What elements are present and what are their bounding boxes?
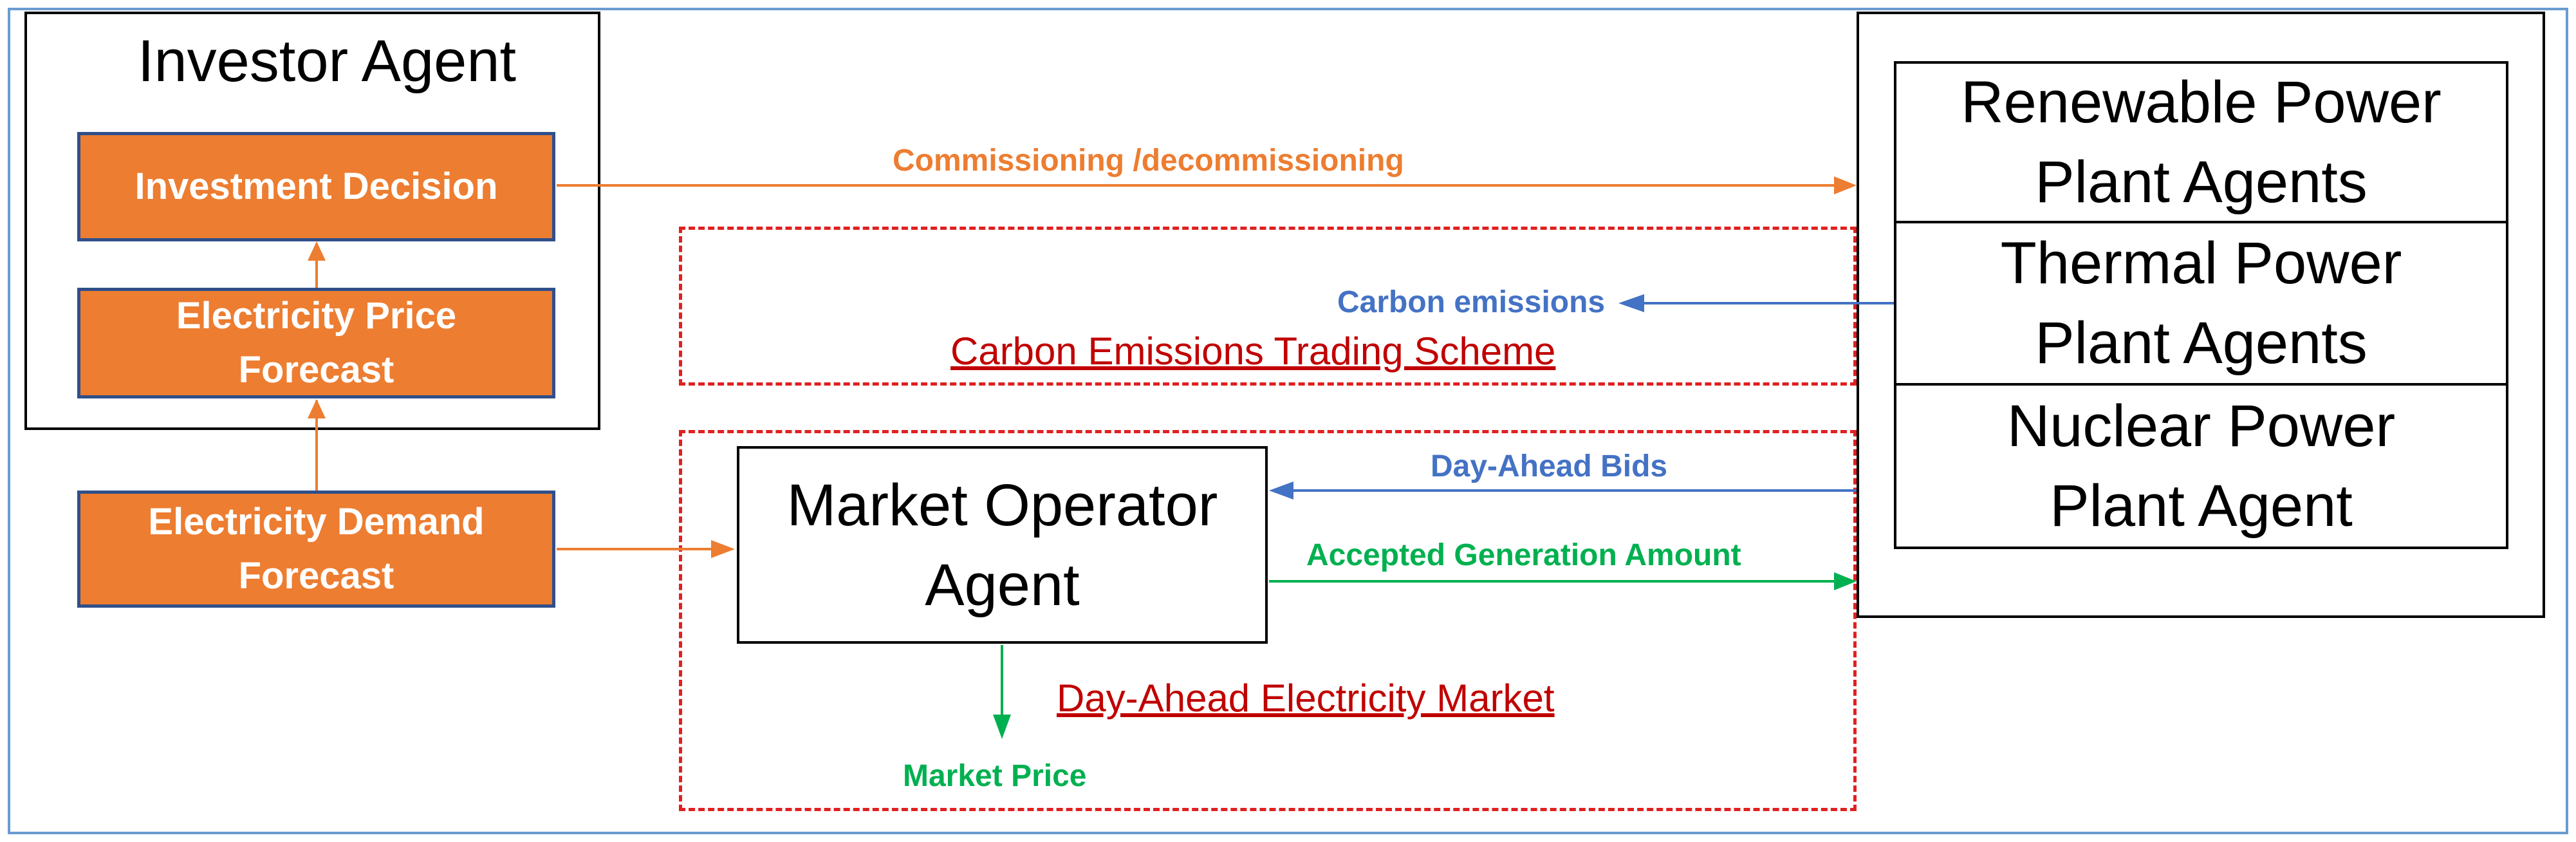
electricity-price-forecast-box: Electricity Price Forecast [77,288,555,398]
carbon-trading-scheme-box [679,227,1857,386]
diagram-frame [8,8,2568,834]
investor-agent-title: Investor Agent [137,28,517,94]
arrow-demand-to-price [308,399,326,491]
renewable-plant-agents-box: Renewable Power Plant Agents [1894,61,2508,223]
electricity-demand-forecast-box: Electricity Demand Forecast [77,491,555,608]
arrow-demand-to-market [557,540,735,558]
arrow-accepted-generation [1269,572,1857,590]
arrow-price-to-investment [308,241,326,288]
label-carbon-emissions: Carbon emissions [1337,285,1606,319]
label-day-ahead-market: Day-Ahead Electricity Market [1057,677,1555,720]
thermal-plant-agents-box: Thermal Power Plant Agents [1894,221,2508,386]
market-operator-agent-box: Market Operator Agent [737,446,1268,644]
nuclear-plant-agent-box: Nuclear Power Plant Agent [1894,383,2508,549]
arrow-day-ahead-bids [1269,482,1857,500]
label-market-price: Market Price [903,759,1087,793]
label-carbon-trading-scheme: Carbon Emissions Trading Scheme [950,330,1556,373]
arrow-carbon-emissions [1618,294,1894,312]
label-accepted-generation: Accepted Generation Amount [1306,538,1741,572]
label-commissioning: Commissioning /decommissioning [893,144,1404,178]
day-ahead-market-box [679,430,1857,811]
arrow-commissioning [557,176,1857,194]
label-day-ahead-bids: Day-Ahead Bids [1431,449,1668,483]
arrow-market-price [993,645,1011,739]
investment-decision-box: Investment Decision [77,132,555,241]
